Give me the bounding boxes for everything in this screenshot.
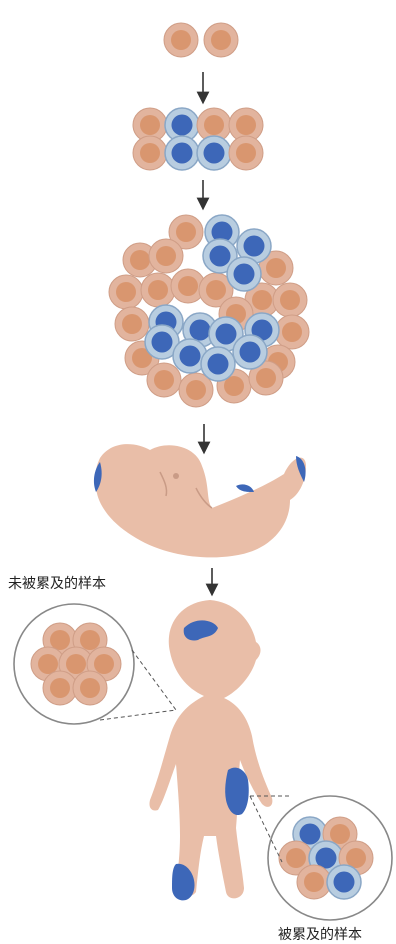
dashed-leader-line: [132, 650, 176, 710]
child-figure: [149, 600, 272, 900]
unaffected-sample-magnifier: [14, 604, 134, 724]
unaffected-sample-label: 未被累及的样本: [8, 573, 106, 593]
affected-sample-magnifier: [268, 796, 392, 920]
affected-sample-label: 被累及的样本: [278, 924, 362, 944]
eight-cell-stage: [133, 108, 263, 170]
embryo-stage: [94, 444, 306, 557]
two-cell-stage: [164, 23, 238, 57]
cell-cluster-stage: [109, 215, 309, 407]
